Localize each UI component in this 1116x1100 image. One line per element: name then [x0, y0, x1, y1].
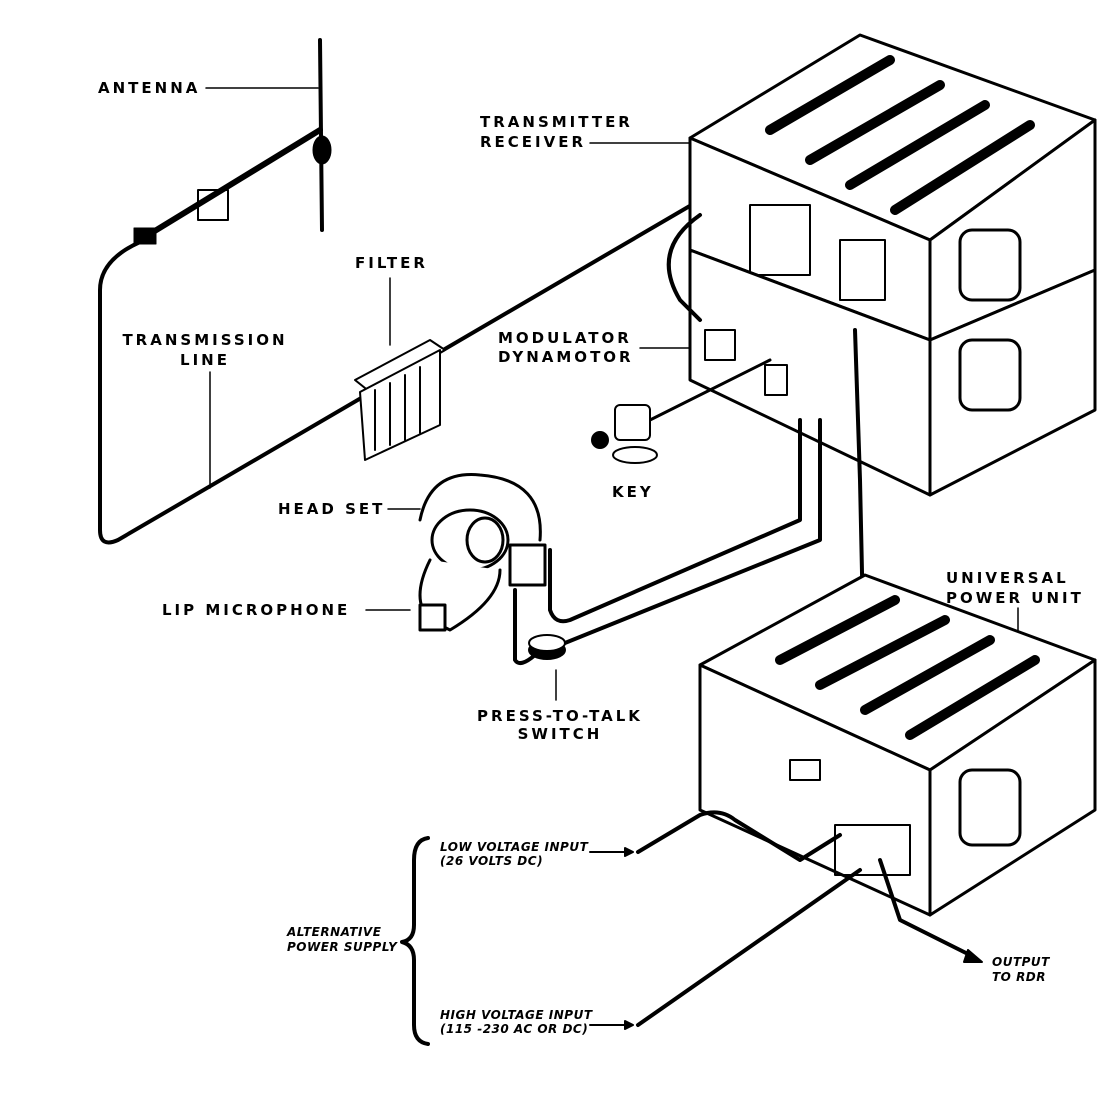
key: [591, 358, 772, 464]
label-filter: FILTER: [355, 254, 428, 272]
label-to-rdr: TO RDR: [992, 970, 1047, 984]
label-output: OUTPUT: [992, 955, 1050, 969]
label-lip-microphone: LIP MICROPHONE: [162, 601, 351, 619]
label-receiver: RECEIVER: [480, 133, 587, 151]
label-head-set: HEAD SET: [278, 500, 386, 518]
label-transmission: TRANSMISSION: [122, 331, 288, 349]
label-high-voltage-input: HIGH VOLTAGE INPUT: [440, 1008, 593, 1022]
label-transmitter: TRANSMITTER: [480, 113, 633, 131]
low-voltage-cable: [636, 810, 842, 862]
label-antenna: ANTENNA: [98, 79, 201, 97]
label-low-voltage-input: LOW VOLTAGE INPUT: [440, 840, 589, 854]
label-modulator: MODULATOR: [498, 329, 632, 347]
filter: [354, 339, 446, 461]
press-to-talk-switch: [528, 634, 566, 660]
label-power-unit: POWER UNIT: [946, 589, 1084, 607]
ptt-cable: [558, 418, 822, 647]
modulator-dynamotor-unit: [688, 248, 1097, 497]
label-line: LINE: [180, 351, 230, 369]
headset: [418, 473, 547, 632]
label-press-to-talk: PRESS-TO-TALK: [477, 707, 643, 725]
output-cable: [878, 858, 972, 957]
label-high-voltage-spec: (115 -230 AC OR DC): [440, 1022, 589, 1036]
arrows: [589, 847, 983, 1030]
label-universal: UNIVERSAL: [946, 569, 1069, 587]
universal-power-unit: [698, 573, 1097, 917]
label-low-voltage-spec: (26 VOLTS DC): [440, 854, 544, 868]
headset-cable: [548, 418, 802, 624]
jumper-cable: [666, 213, 702, 322]
brace: [400, 836, 430, 1046]
label-key: KEY: [612, 483, 654, 501]
transmission-line-cable: [98, 198, 702, 545]
label-alternative: ALTERNATIVE: [287, 925, 382, 939]
transmitter-receiver-unit: [688, 33, 1097, 342]
label-power-supply: POWER SUPPLY: [287, 940, 398, 954]
label-dynamotor: DYNAMOTOR: [498, 348, 634, 366]
leader-lines: [205, 87, 1019, 701]
label-switch: SWITCH: [517, 725, 603, 743]
antenna: [133, 38, 332, 245]
high-voltage-cable: [636, 868, 862, 1027]
